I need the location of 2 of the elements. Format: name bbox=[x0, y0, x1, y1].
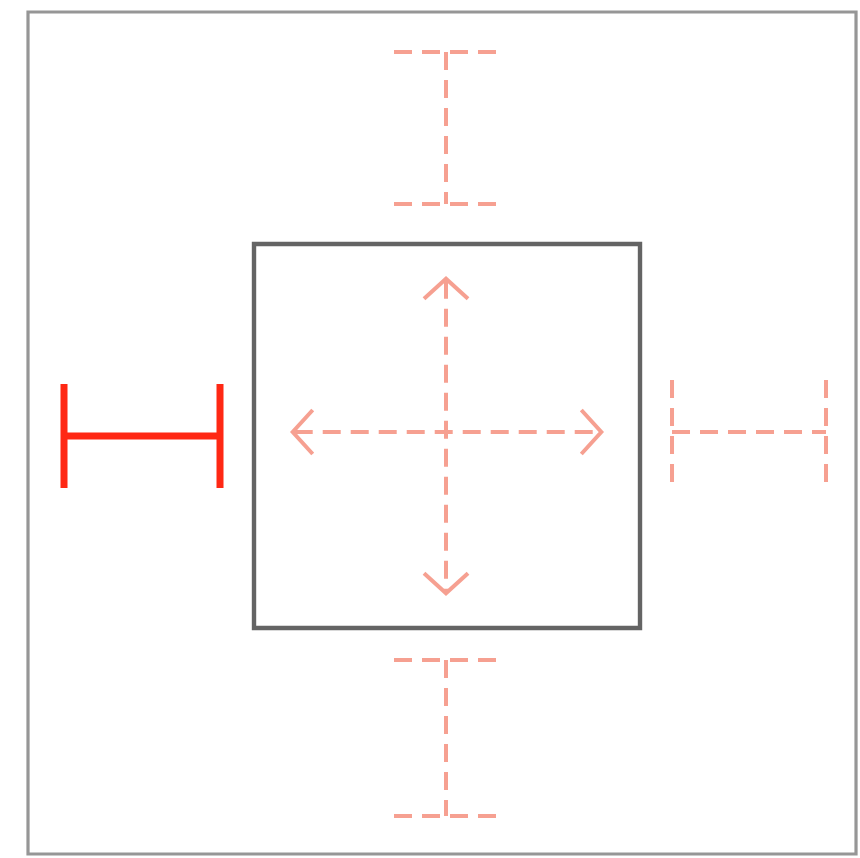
view-box bbox=[251, 241, 643, 631]
frame-box bbox=[26, 10, 858, 856]
